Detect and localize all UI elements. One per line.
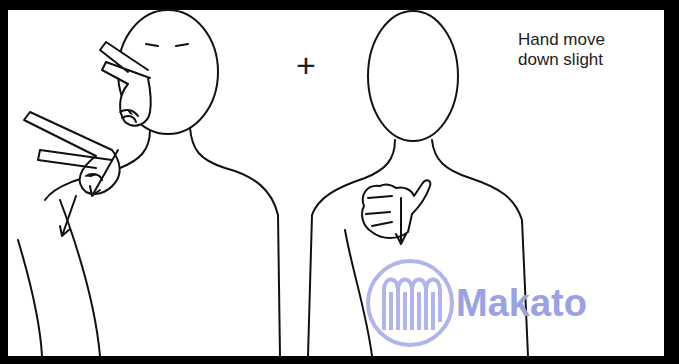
movement-arrow (60, 196, 76, 236)
v-hand-lower (24, 112, 120, 194)
closed-eyes (146, 44, 188, 46)
movement-arrow (90, 150, 118, 196)
watermark-text: Makato (456, 282, 656, 326)
movement-arrow (396, 198, 406, 244)
movement-note: Hand move down slight (518, 30, 636, 69)
v-hand-face (100, 42, 151, 126)
watermark-logo (368, 261, 452, 345)
plus-sign: + (296, 46, 326, 85)
head (368, 11, 458, 141)
finger-lines (366, 196, 392, 226)
fist-hand (362, 180, 430, 238)
arm (18, 200, 100, 356)
